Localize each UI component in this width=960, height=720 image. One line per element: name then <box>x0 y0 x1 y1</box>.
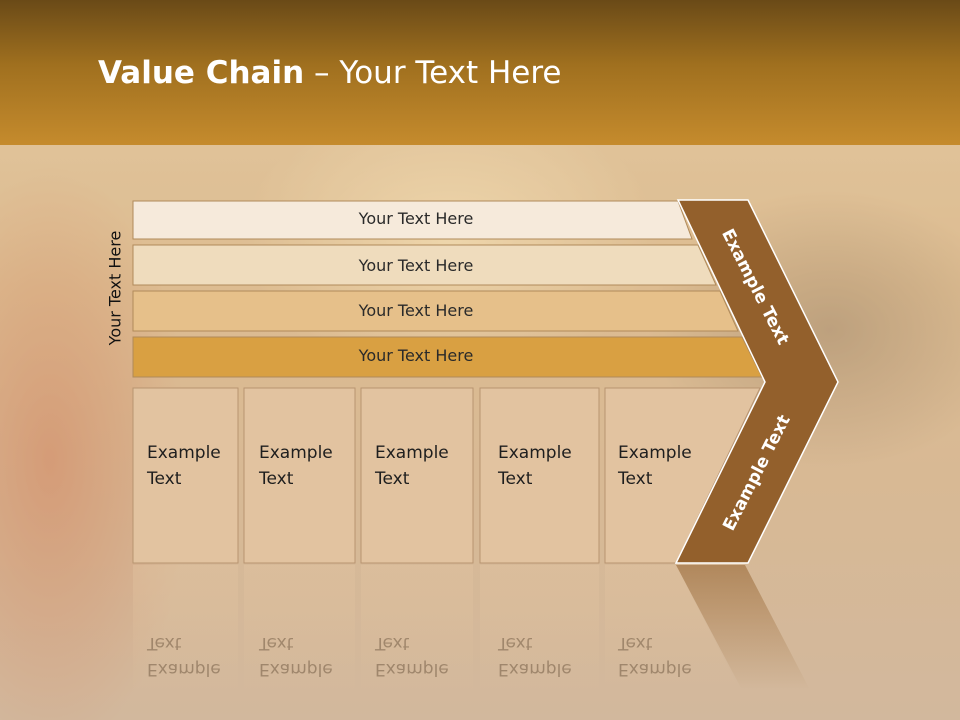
title-bar: Value Chain – Your Text Here <box>0 0 960 145</box>
box-2-line1: Example <box>259 443 333 463</box>
reflection-line: Text <box>498 633 533 653</box>
box-1-line2: Text <box>147 469 182 489</box>
reflection-line: Text <box>259 633 294 653</box>
bar-2-label: Your Text Here <box>358 256 474 275</box>
box-reflection <box>605 565 740 690</box>
reflection-line: Text <box>618 633 653 653</box>
bar-1 <box>132 200 693 240</box>
reflection-line: Example <box>618 659 692 679</box>
box-5-reflection-text: Example Text <box>618 630 692 682</box>
bar-4-label: Your Text Here <box>358 346 474 365</box>
box-2-line2: Text <box>259 469 294 489</box>
box-reflection <box>361 565 473 695</box>
bar-3 <box>132 290 739 332</box>
box-4-reflection-text: Example Text <box>498 630 572 682</box>
box-3-reflection-text: Example Text <box>375 630 449 682</box>
reflection-line: Text <box>375 633 410 653</box>
activity-box-4 <box>479 387 600 564</box>
box-3-line1: Example <box>375 443 449 463</box>
title-bold: Value Chain <box>98 55 305 91</box>
box-3-line2: Text <box>375 469 410 489</box>
box-5-line2: Text <box>618 469 653 489</box>
box-reflection <box>244 565 355 695</box>
reflection-line: Example <box>498 659 572 679</box>
bar-2 <box>132 244 717 286</box>
box-reflection <box>480 565 599 695</box>
activity-box-2 <box>243 387 356 564</box>
box-1-line1: Example <box>147 443 221 463</box>
reflection-line: Example <box>147 659 221 679</box>
slide-title: Value Chain – Your Text Here <box>98 55 561 91</box>
reflection-group <box>133 565 810 695</box>
box-4-line1: Example <box>498 443 572 463</box>
box-reflection <box>133 565 238 695</box>
bar-3-label: Your Text Here <box>358 301 474 320</box>
reflection-line: Example <box>259 659 333 679</box>
reflection-line: Example <box>375 659 449 679</box>
activity-box-1 <box>132 387 239 564</box>
reflection-line: Text <box>147 633 182 653</box>
bar-1-label: Your Text Here <box>358 209 474 228</box>
chevron-reflection <box>676 565 810 690</box>
margin-chevron <box>674 199 839 564</box>
box-4-line2: Text <box>498 469 533 489</box>
box-5-line1: Example <box>618 443 692 463</box>
activity-box-3 <box>360 387 474 564</box>
box-2-reflection-text: Example Text <box>259 630 333 682</box>
title-rest: – Your Text Here <box>304 55 562 91</box>
box-1-reflection-text: Example Text <box>147 630 221 682</box>
